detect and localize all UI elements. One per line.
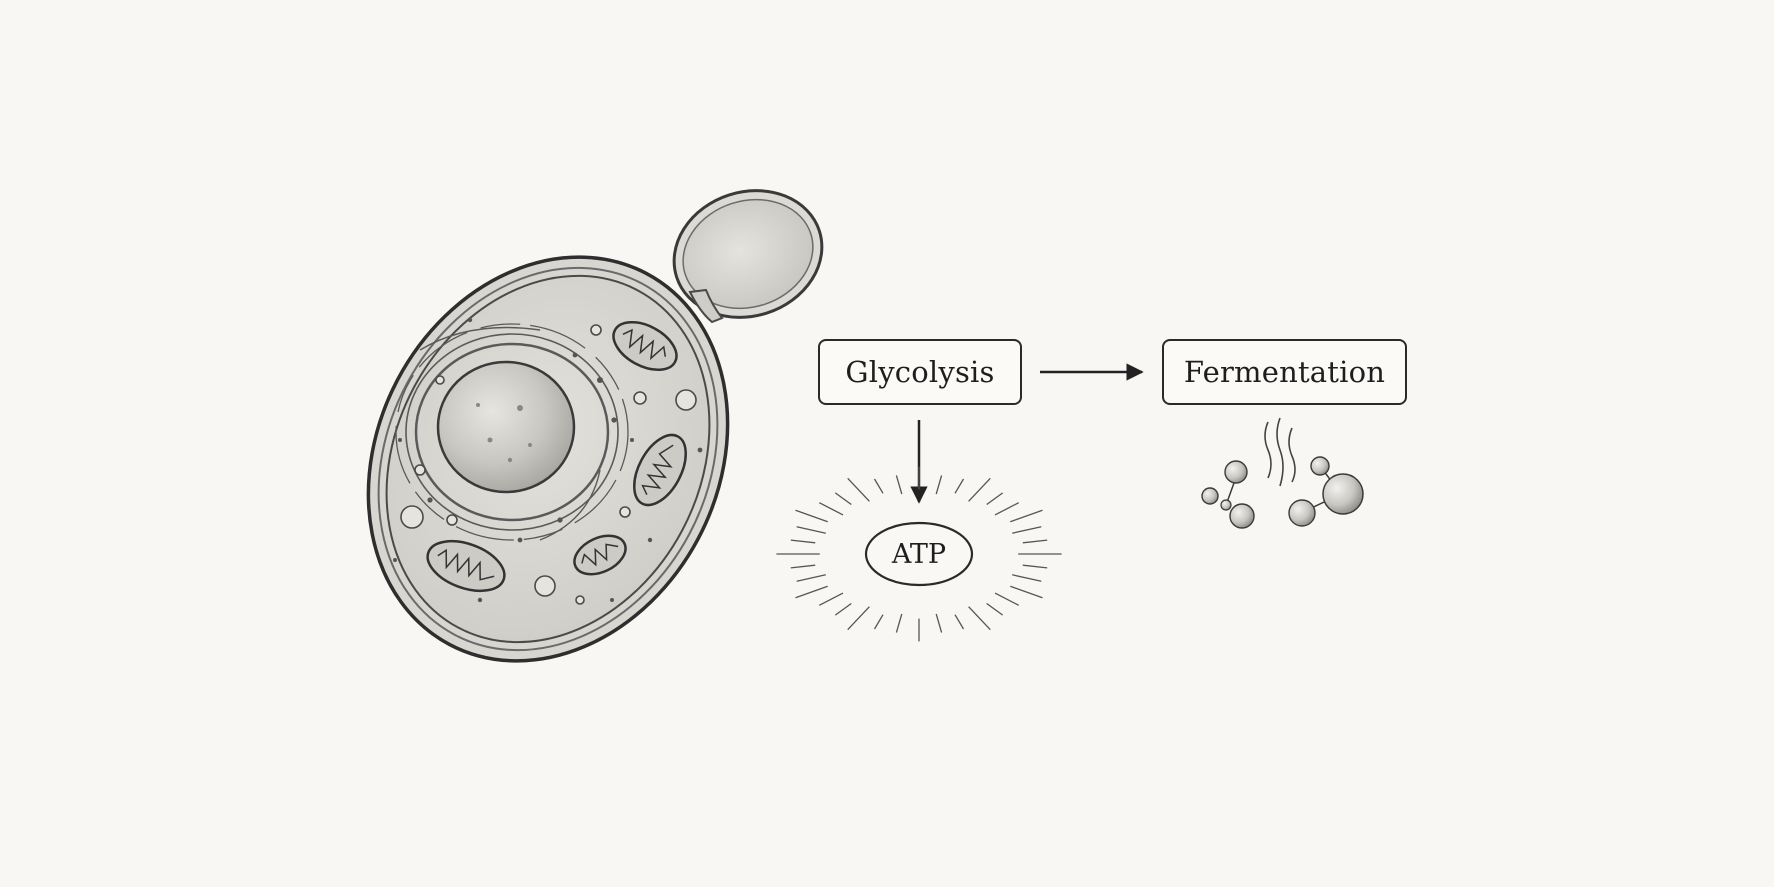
atp-ray [1022,539,1048,544]
atp-label: ATP [891,538,947,570]
fermentation-node: Fermentation [1162,339,1407,405]
atp-ray [1012,526,1042,534]
atp-ray [847,477,870,502]
atp-ray [994,502,1019,516]
atp-ray [1012,574,1042,582]
atp-node: ATP [866,522,972,586]
endoplasmic-reticulum [395,323,629,541]
glycolysis-label: Glycolysis [845,355,995,389]
granules [393,317,703,603]
atp-ray [1022,564,1048,569]
atp-ray [954,478,965,494]
atp-ray [873,478,884,494]
nucleus [436,360,576,494]
atp-ray [790,564,816,569]
atp-ray [935,613,943,633]
atp-ray [796,526,826,534]
atp-energy-burst [776,466,1062,642]
bud [672,189,824,319]
atp-ray [795,585,828,599]
atp-ray [834,492,852,506]
atp-ray [819,502,844,516]
atp-ray [895,613,903,633]
vesicles [400,324,697,605]
atp-ray [1010,585,1043,599]
glycolysis-node: Glycolysis [818,339,1022,405]
atp-ray [968,606,991,631]
atp-ray [954,614,965,630]
atp-ray [847,606,870,631]
atp-ray [986,602,1004,616]
atp-oval [864,521,974,587]
atp-ray [790,539,816,544]
yeast-cell-illustration [366,189,824,663]
atp-ray [795,509,828,523]
atp-ray [819,592,844,606]
atp-ray [935,475,943,495]
atp-ray [994,592,1019,606]
atp-ray [968,477,991,502]
mitochondria [426,320,687,593]
atp-ray [1010,509,1043,523]
atp-ray [895,475,903,495]
fermentation-products-icon [1201,417,1364,529]
atp-ray [873,614,884,630]
atp-ray [834,602,852,616]
atp-ray [796,574,826,582]
fermentation-label: Fermentation [1183,355,1386,389]
atp-ray [986,492,1004,506]
